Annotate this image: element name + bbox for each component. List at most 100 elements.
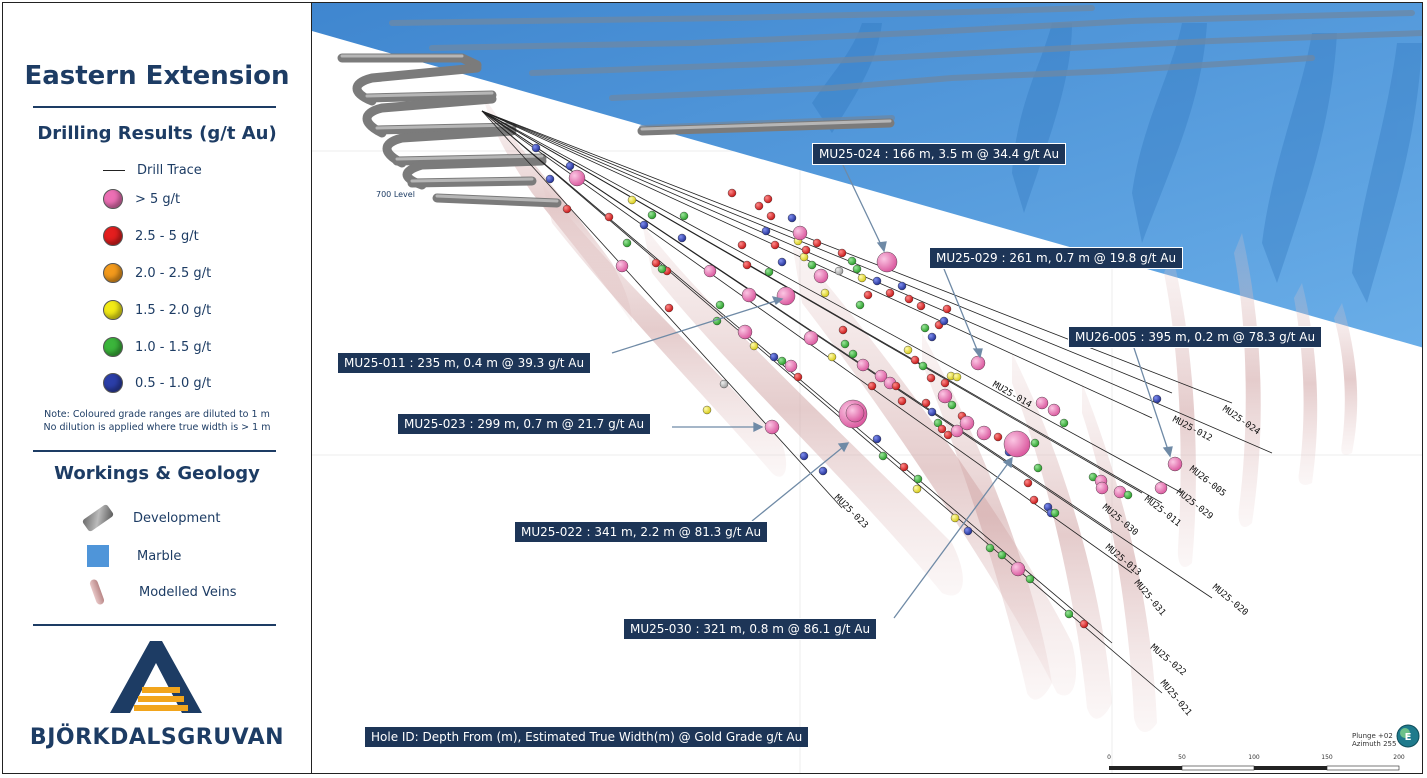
callout-mu25-011: MU25-011 : 235 m, 0.4 m @ 39.3 g/t Au (337, 352, 592, 374)
green-interval (985, 543, 995, 553)
green-interval (764, 267, 774, 277)
red-dot-icon (103, 226, 123, 246)
pink-interval (874, 369, 888, 383)
blue-interval (1152, 394, 1162, 404)
divider (33, 450, 276, 452)
callout-mu25-029: MU25-029 : 261 m, 0.7 m @ 19.8 g/t Au (929, 247, 1184, 269)
red-interval (916, 301, 926, 311)
callout-mu26-005: MU26-005 : 395 m, 0.2 m @ 78.3 g/t Au (1068, 326, 1323, 348)
green-interval (913, 474, 923, 484)
green-interval (679, 211, 689, 221)
scale-tick: 0 (1107, 754, 1111, 761)
legend-footnote: Hole ID: Depth From (m), Estimated True … (365, 727, 809, 747)
yellow-dot-icon (103, 300, 123, 320)
yellow-interval (627, 195, 637, 205)
red-interval (727, 188, 737, 198)
yellow-interval (827, 352, 837, 362)
pink-interval (703, 264, 717, 278)
scale-tick: 50 (1178, 754, 1186, 761)
blue-interval (927, 407, 937, 417)
orientation-azimuth: Azimuth 255 (1352, 740, 1396, 748)
pink-interval (813, 268, 829, 284)
blue-interval (897, 281, 907, 291)
red-interval (899, 462, 909, 472)
green-interval (855, 300, 865, 310)
hole-label: MU25-011 (1142, 494, 1182, 529)
red-interval (942, 304, 952, 314)
pink-interval (856, 358, 870, 372)
blue-interval (639, 220, 649, 230)
blue-interval (761, 226, 771, 236)
red-interval (1023, 478, 1033, 488)
callout-leaders (611, 162, 1173, 619)
green-interval (1033, 463, 1043, 473)
red-interval (838, 325, 848, 335)
blue-interval (565, 161, 575, 171)
green-interval (647, 210, 657, 220)
pink-interval (1047, 403, 1061, 417)
red-interval (863, 290, 873, 300)
legend-label: 2.5 - 5 g/t (135, 228, 199, 244)
pink-interval (976, 425, 992, 441)
orientation-plunge: Plunge +02 (1352, 732, 1393, 740)
compass-icon: E (1396, 724, 1420, 748)
section-diagram: 700 Level (312, 3, 1422, 773)
pink-interval (776, 286, 796, 306)
blue-interval (963, 526, 973, 536)
drill-trace (481, 110, 1233, 404)
red-interval (742, 260, 752, 270)
green-interval (852, 264, 862, 274)
green-interval (878, 451, 888, 461)
development-highlights (340, 54, 892, 203)
geology-heading: Workings & Geology (54, 463, 260, 484)
pink-interval (1167, 456, 1183, 472)
yellow-interval (799, 252, 809, 262)
red-interval (754, 201, 764, 211)
drill-trace (481, 110, 1153, 419)
pink-interval (615, 259, 629, 273)
green-interval (920, 323, 930, 333)
dilution-note-2: No dilution is applied where true width … (43, 422, 271, 433)
pink-interval (1035, 396, 1049, 410)
yellow-interval (950, 513, 960, 523)
green-interval (947, 400, 957, 410)
pink-interval (568, 169, 586, 187)
yellow-interval (952, 372, 962, 382)
legend-grade-4: 1.5 - 2.0 g/t (103, 300, 211, 320)
pink-interval (741, 287, 757, 303)
drill-trace (481, 110, 1183, 494)
blue-interval (872, 434, 882, 444)
blue-interval (787, 213, 797, 223)
callout-mu25-024: MU25-024 : 166 m, 3.5 m @ 34.4 g/t Au (812, 143, 1067, 165)
legend-label: 0.5 - 1.0 g/t (135, 375, 212, 391)
company-logo-icon (110, 641, 202, 713)
pink-interval (1010, 561, 1026, 577)
dilution-note-1: Note: Coloured grade ranges are diluted … (44, 409, 270, 420)
green-interval (622, 238, 632, 248)
grey-interval (834, 266, 844, 276)
legend-label: Marble (137, 548, 182, 564)
development-icon (81, 503, 115, 533)
green-interval (933, 418, 943, 428)
red-interval (737, 240, 747, 250)
red-interval (763, 194, 773, 204)
red-interval (891, 381, 901, 391)
red-interval (664, 303, 674, 313)
red-interval (921, 398, 931, 408)
red-interval (943, 430, 953, 440)
blue-interval (939, 316, 949, 326)
level-label: 700 Level (376, 190, 415, 199)
legend-label: > 5 g/t (135, 191, 181, 207)
red-interval (910, 355, 920, 365)
pink-interval (764, 419, 780, 435)
grade-intervals (531, 143, 1183, 629)
pink-interval (784, 359, 798, 373)
red-interval (897, 396, 907, 406)
legend-grade-2: 2.5 - 5 g/t (103, 226, 199, 246)
drill-trace (481, 110, 1143, 494)
drill-trace-icon (103, 169, 125, 171)
red-interval (801, 245, 811, 255)
red-interval (926, 373, 936, 383)
blue-interval (545, 174, 555, 184)
blue-interval (777, 257, 787, 267)
